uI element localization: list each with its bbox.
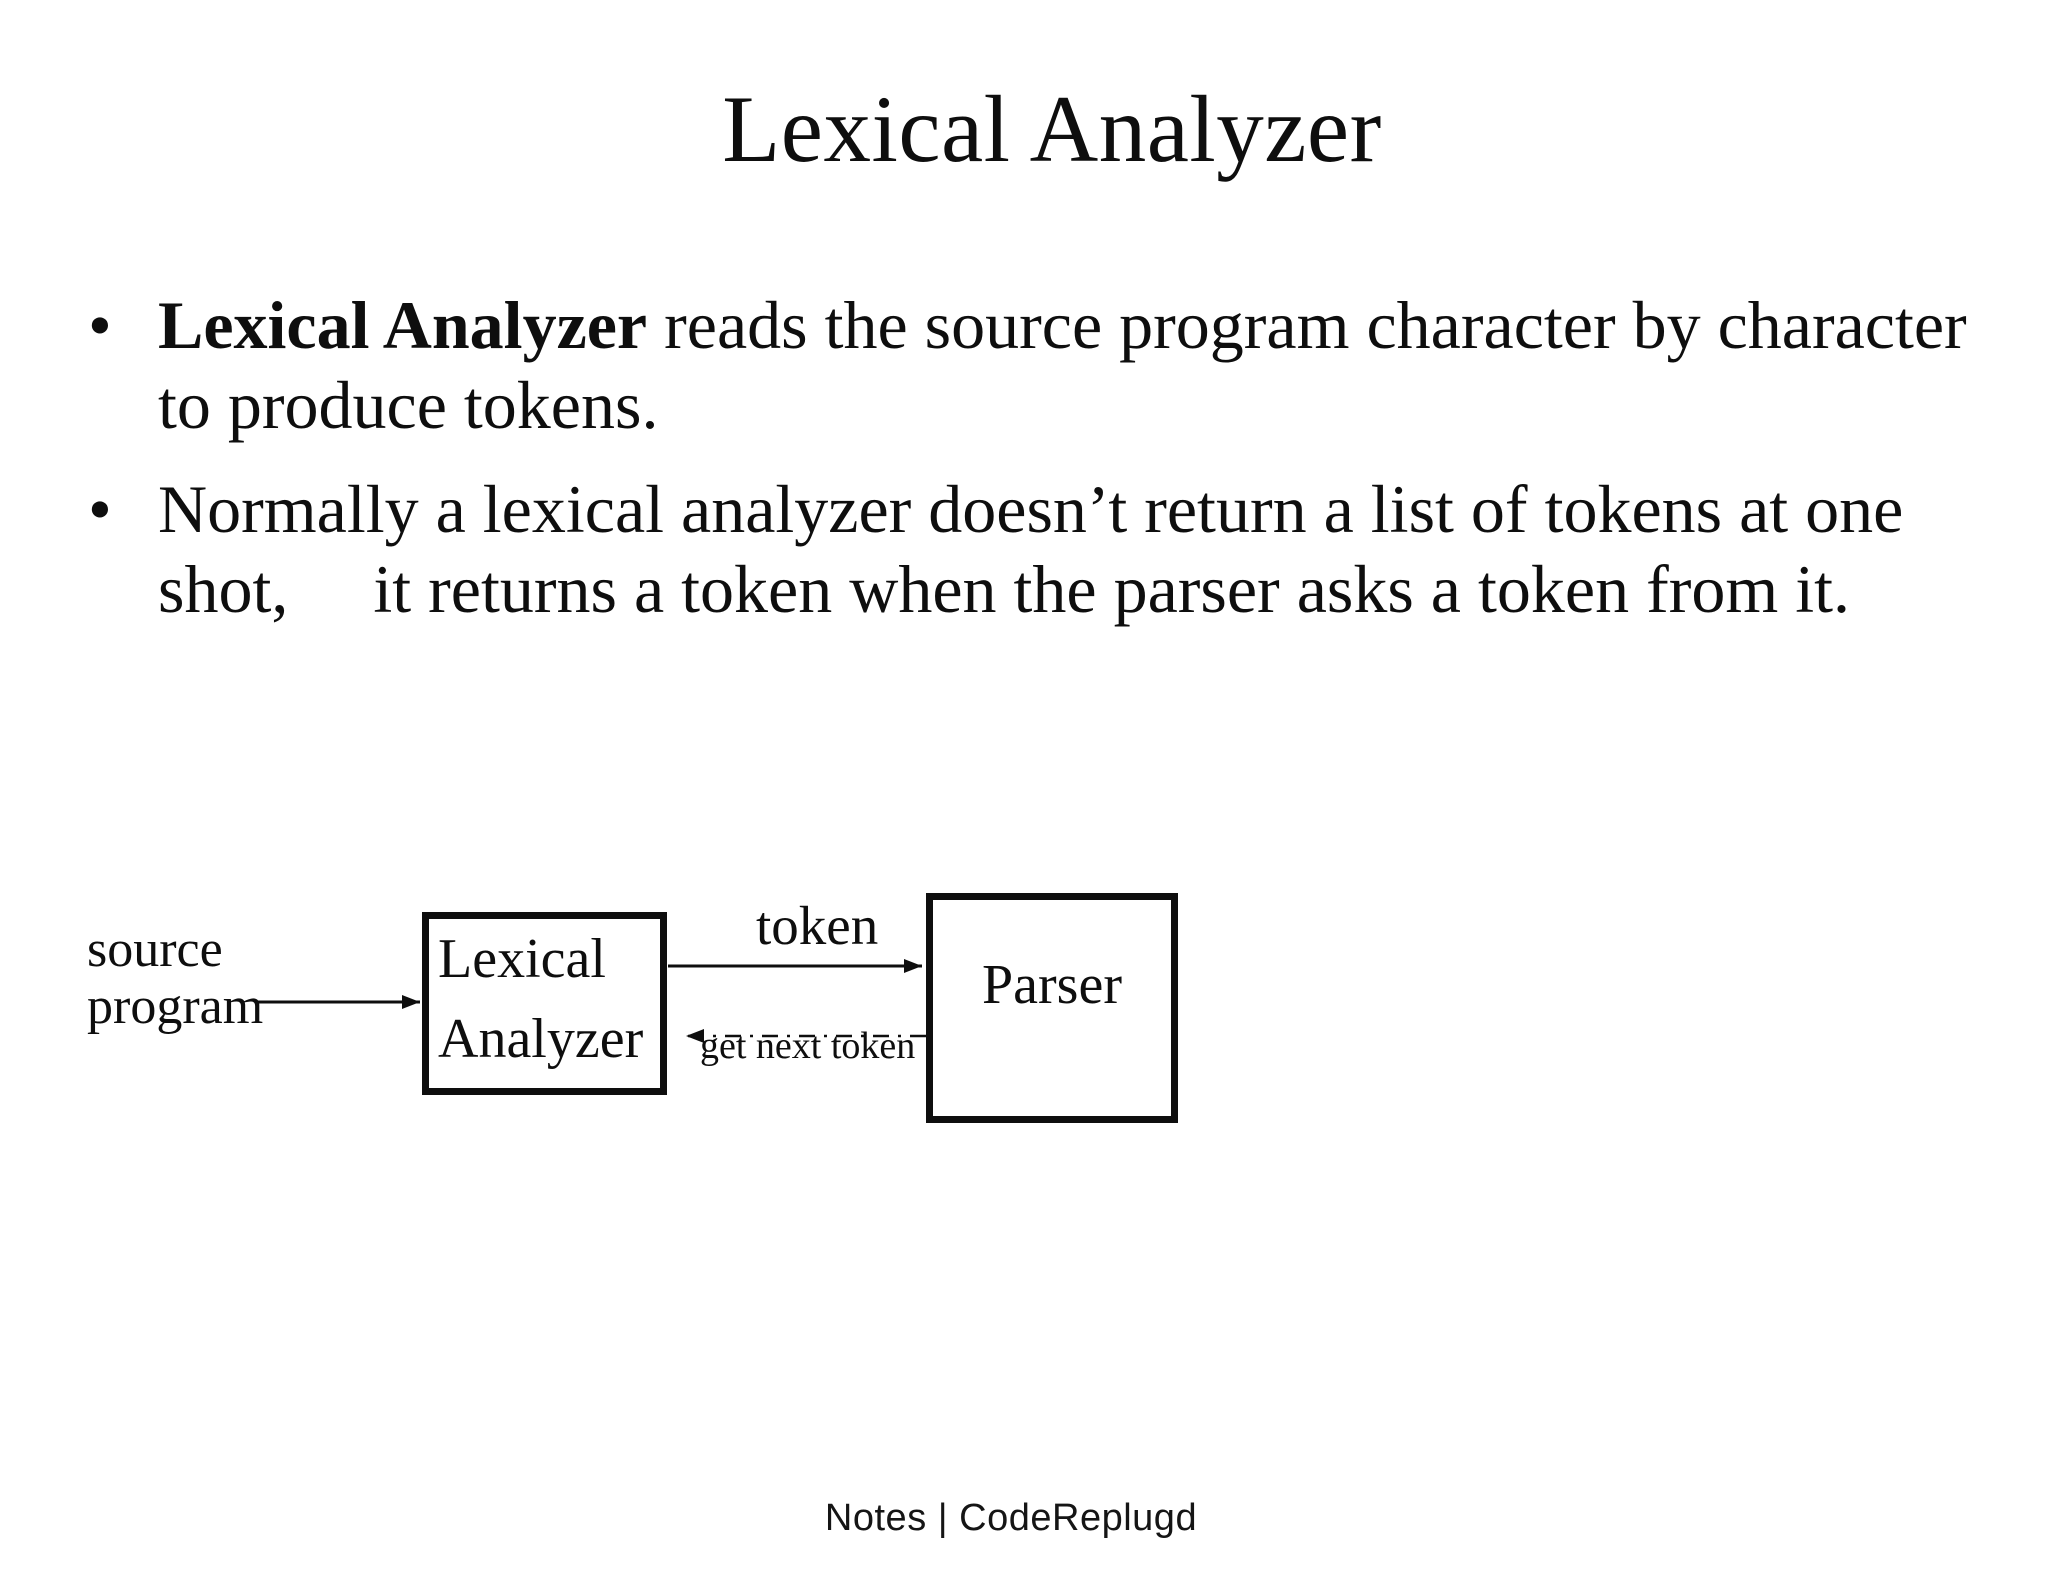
bullet-marker: • [88,471,112,547]
bullet-item-1: • Lexical Analyzer reads the source prog… [88,285,1978,445]
slide-title: Lexical Analyzer [722,76,1382,182]
parser-box: Parser [926,893,1178,1123]
source-program-label-line1: source [87,921,223,978]
lexical-analyzer-box-line1: Lexical [438,928,606,990]
bullet-list: • Lexical Analyzer reads the source prog… [88,285,1978,629]
bullet1-bold-phrase: Lexical Analyzer [158,287,648,363]
bullet1-line1-rest: reads the source program character by ch… [647,287,1967,363]
bullet-text-2: Normally a lexical analyzer doesn’t retu… [158,469,1903,629]
bullet-item-2: • Normally a lexical analyzer doesn’t re… [88,469,1978,629]
bullet-text-1: Lexical Analyzer reads the source progra… [158,285,1967,445]
bullet1-line1: Lexical Analyzer reads the source progra… [158,285,1967,365]
bullet2-line1: Normally a lexical analyzer doesn’t retu… [158,471,1904,547]
get-next-token-arrow-label: get next token [700,1025,916,1067]
footer-credit: Notes | CodeReplugd [824,1497,1198,1539]
bullet1-line2: to produce tokens. [158,367,659,443]
lexical-analyzer-box-line2: Analyzer [438,1008,644,1070]
token-arrow-label: token [756,895,879,956]
source-program-label: source program [87,921,263,1035]
bullet-marker: • [88,287,112,363]
bullet2-line2: shot, it returns a token when the parser… [158,551,1851,627]
source-program-label-line2: program [87,978,264,1035]
lexical-analyzer-box: Lexical Analyzer [422,912,667,1095]
parser-box-label: Parser [982,954,1122,1016]
